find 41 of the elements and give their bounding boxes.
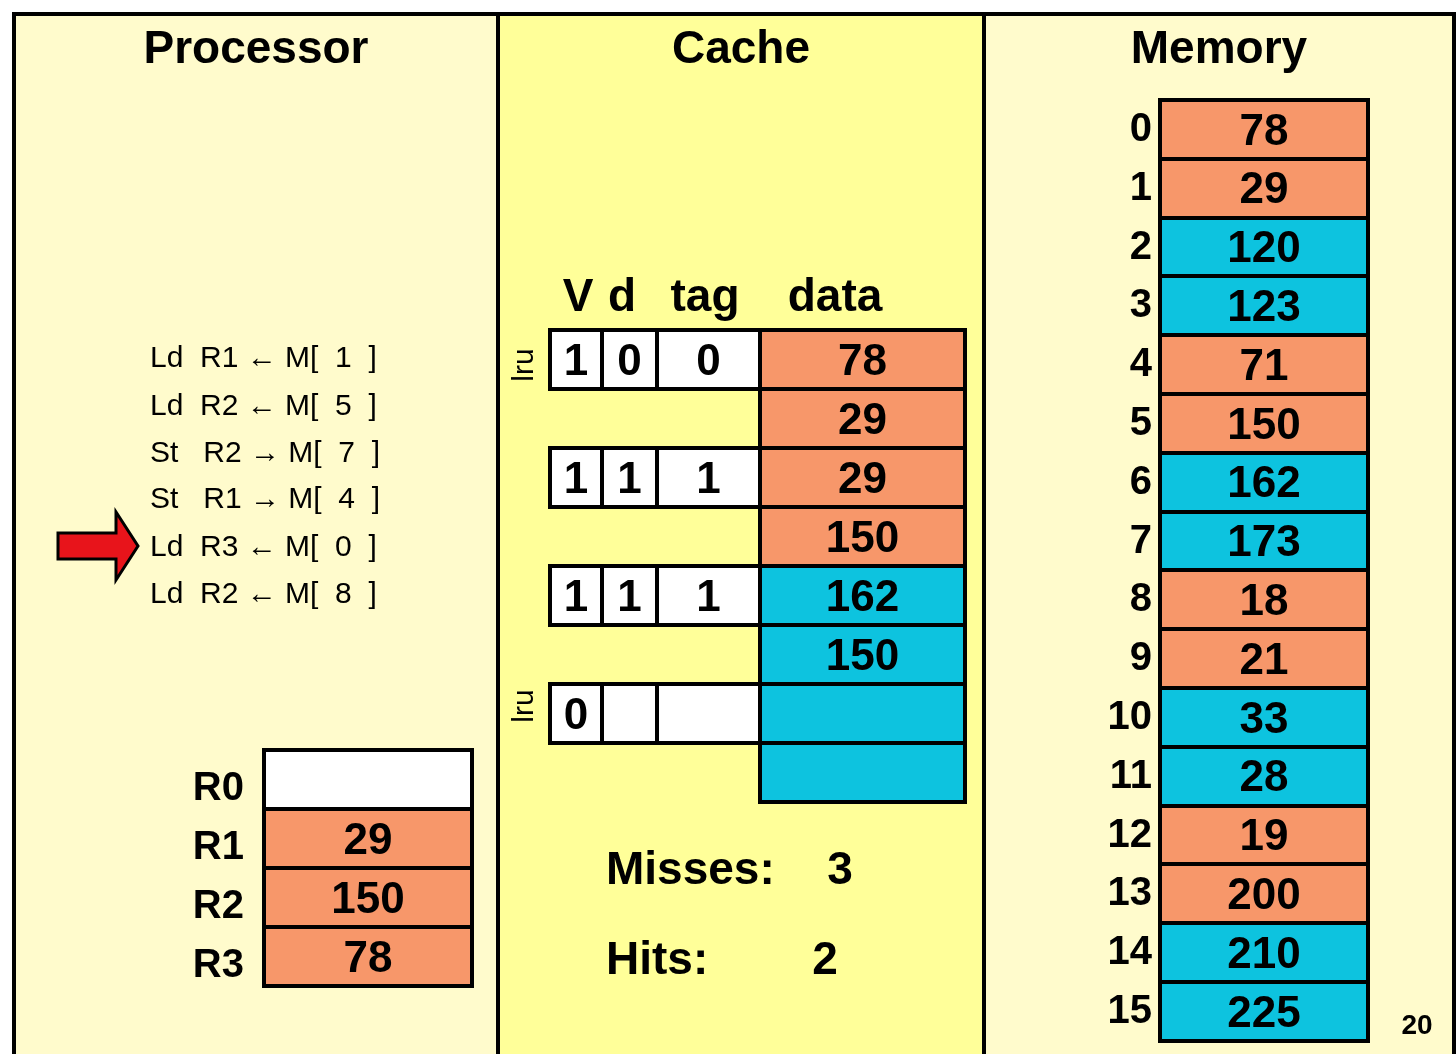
memory-address: 9 <box>1128 633 1153 681</box>
memory-address: 14 <box>1106 927 1153 975</box>
lru-marker: lru <box>505 347 540 384</box>
register-name: R2 <box>191 880 245 928</box>
memory-address: 15 <box>1106 986 1153 1033</box>
column-header: d <box>606 268 638 323</box>
panel-heading: Memory <box>1129 20 1309 74</box>
column-header: tag <box>669 268 741 323</box>
memory-address: 13 <box>1106 868 1153 916</box>
memory-address: 6 <box>1128 456 1153 504</box>
register-name: R3 <box>191 939 245 987</box>
miss-count-value: 3 <box>826 841 854 896</box>
register-name: R0 <box>191 762 245 810</box>
instruction-text: Ld R2 ← M[ 5 ] <box>150 388 377 421</box>
register-name: R1 <box>191 821 245 869</box>
lru-marker: lru <box>505 688 540 725</box>
hit-count-value: 2 <box>811 931 839 986</box>
panel-heading: Processor <box>142 20 370 74</box>
memory-address: 10 <box>1106 692 1153 739</box>
memory-address: 12 <box>1106 809 1153 857</box>
memory-address: 0 <box>1128 104 1153 151</box>
instruction-text: St R1 → M[ 4 ] <box>150 481 381 514</box>
column-header: data <box>786 268 884 323</box>
instruction-text: St R2 → M[ 7 ] <box>150 435 381 468</box>
page-number: 20 <box>1400 1008 1434 1042</box>
memory-address: 2 <box>1128 221 1153 269</box>
memory-address: 7 <box>1128 515 1153 563</box>
panel-heading: Cache <box>670 20 812 74</box>
instruction-text: Ld R1 ← M[ 1 ] <box>150 340 377 373</box>
instruction-text: Ld R2 ← M[ 8 ] <box>150 576 377 609</box>
memory-address: 1 <box>1128 162 1153 210</box>
pointer-arrow <box>56 506 140 586</box>
instruction-text: Ld R3 ← M[ 0 ] <box>150 529 377 562</box>
memory-address: 11 <box>1108 750 1153 798</box>
memory-address: 5 <box>1128 398 1153 445</box>
memory-address: 4 <box>1128 339 1153 387</box>
miss-count-label: Misses: <box>606 841 776 896</box>
memory-address: 3 <box>1128 280 1153 328</box>
memory-address: 8 <box>1128 574 1153 622</box>
hit-count-label: Hits: <box>606 931 710 986</box>
column-header: V <box>561 268 595 323</box>
